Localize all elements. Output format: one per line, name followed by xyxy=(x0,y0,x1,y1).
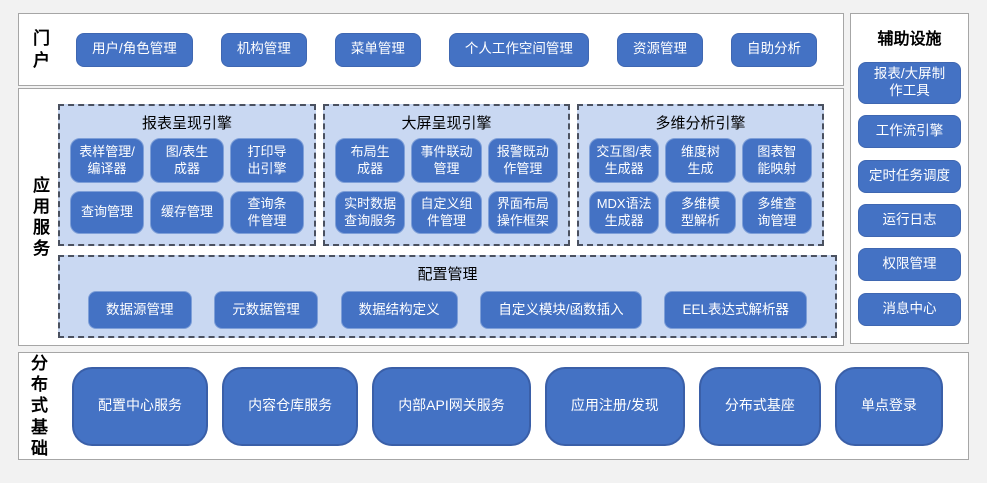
block-event-linkage-mgmt: 事件联动 管理 xyxy=(411,138,482,183)
report-engine-title: 报表呈现引擎 xyxy=(141,115,232,132)
block-eel-expression-parser: EEL表达式解析器 xyxy=(664,291,807,329)
bigscreen-engine-title: 大屏呈现引擎 xyxy=(401,115,492,132)
auxiliary-button-column: 报表/大屏制 作工具 工作流引擎 定时任务调度 运行日志 权限管理 消息中心 xyxy=(851,49,968,343)
olap-engine-grid: 交互图/表 生成器 维度树 生成 图表智 能映射 MDX语法 生成器 多维模 型… xyxy=(579,138,822,234)
block-interactive-chart-generator: 交互图/表 生成器 xyxy=(589,138,660,183)
config-mgmt-title: 配置管理 xyxy=(417,266,478,283)
auxiliary-facilities-section: 辅助设施 报表/大屏制 作工具 工作流引擎 定时任务调度 运行日志 权限管理 消… xyxy=(850,13,969,344)
olap-engine-panel: 多维分析引擎 交互图/表 生成器 维度树 生成 图表智 能映射 MDX语法 生成… xyxy=(577,104,824,246)
config-button-row: 数据源管理 元数据管理 数据结构定义 自定义模块/函数插入 EEL表达式解析器 xyxy=(60,289,835,329)
block-config-center-service: 配置中心服务 xyxy=(72,366,208,446)
block-content-repo-service: 内容仓库服务 xyxy=(222,366,359,446)
block-custom-module-function-insert: 自定义模块/函数插入 xyxy=(480,291,642,329)
olap-engine-title: 多维分析引擎 xyxy=(655,115,746,132)
block-app-registration-discovery: 应用注册/发现 xyxy=(544,366,685,446)
block-chart-table-generator: 图/表生 成器 xyxy=(150,138,224,183)
config-mgmt-panel: 配置管理 数据源管理 元数据管理 数据结构定义 自定义模块/函数插入 EEL表达… xyxy=(58,255,837,338)
portal-section: 门户 用户/角色管理 机构管理 菜单管理 个人工作空间管理 资源管理 自助分析 xyxy=(18,13,844,86)
block-alarm-action-mgmt: 报警既动 作管理 xyxy=(487,138,558,183)
block-query-mgmt: 查询管理 xyxy=(70,191,144,234)
portal-button-row: 用户/角色管理 机构管理 菜单管理 个人工作空间管理 资源管理 自助分析 xyxy=(76,32,817,67)
block-chart-smart-mapping: 图表智 能映射 xyxy=(741,138,812,183)
block-cache-mgmt: 缓存管理 xyxy=(150,191,224,234)
block-run-logs: 运行日志 xyxy=(858,204,961,237)
distributed-foundation-section: 分布式基础 配置中心服务 内容仓库服务 内部API网关服务 应用注册/发现 分布… xyxy=(18,352,969,460)
block-scheduled-task-dispatch: 定时任务调度 xyxy=(858,159,961,193)
report-engine-grid: 表样管理/ 编译器 图/表生 成器 打印导 出引擎 查询管理 缓存管理 查询条 … xyxy=(60,138,314,234)
block-realtime-data-query-service: 实时数据 查询服务 xyxy=(335,191,406,234)
block-workflow-engine: 工作流引擎 xyxy=(858,115,961,149)
portal-block-user-role-mgmt: 用户/角色管理 xyxy=(76,32,193,67)
block-single-sign-on: 单点登录 xyxy=(834,366,943,446)
block-layout-generator: 布局生 成器 xyxy=(335,138,406,183)
block-permission-mgmt: 权限管理 xyxy=(858,248,961,282)
block-query-condition-mgmt: 查询条 件管理 xyxy=(230,191,304,234)
bigscreen-engine-panel: 大屏呈现引擎 布局生 成器 事件联动 管理 报警既动 作管理 实时数据 查询服务… xyxy=(323,104,570,246)
block-internal-api-gateway-service: 内部API网关服务 xyxy=(372,366,531,446)
block-report-bigscreen-authoring-tool: 报表/大屏制 作工具 xyxy=(858,62,961,105)
block-data-structure-definition: 数据结构定义 xyxy=(340,291,458,329)
block-datasource-mgmt: 数据源管理 xyxy=(88,291,192,329)
block-mdx-syntax-generator: MDX语法 生成器 xyxy=(589,191,660,234)
engine-panels-row: 报表呈现引擎 表样管理/ 编译器 图/表生 成器 打印导 出引擎 查询管理 缓存… xyxy=(58,104,837,246)
block-message-center: 消息中心 xyxy=(858,292,961,326)
application-services-section: 应用服务 报表呈现引擎 表样管理/ 编译器 图/表生 成器 打印导 出引擎 查询… xyxy=(18,88,844,346)
application-services-content: 报表呈现引擎 表样管理/ 编译器 图/表生 成器 打印导 出引擎 查询管理 缓存… xyxy=(58,89,837,345)
portal-block-workspace-mgmt: 个人工作空间管理 xyxy=(448,32,589,67)
portal-block-org-mgmt: 机构管理 xyxy=(220,32,307,67)
block-distributed-base: 分布式基座 xyxy=(698,366,821,446)
portal-block-resource-mgmt: 资源管理 xyxy=(616,32,703,67)
block-multidim-query-mgmt: 多维查 询管理 xyxy=(741,191,812,234)
block-ui-layout-framework: 界面布局 操作框架 xyxy=(487,191,558,234)
block-custom-component-mgmt: 自定义组 件管理 xyxy=(411,191,482,234)
distributed-foundation-label: 分布式基础 xyxy=(31,353,48,458)
block-dimension-tree-generation: 维度树 生成 xyxy=(665,138,736,183)
block-multidim-model-parsing: 多维模 型解析 xyxy=(665,191,736,234)
portal-block-self-service-analysis: 自助分析 xyxy=(731,32,817,67)
bigscreen-engine-grid: 布局生 成器 事件联动 管理 报警既动 作管理 实时数据 查询服务 自定义组 件… xyxy=(325,138,568,234)
block-metadata-mgmt: 元数据管理 xyxy=(214,291,318,329)
application-services-label: 应用服务 xyxy=(33,175,50,259)
report-engine-panel: 报表呈现引擎 表样管理/ 编译器 图/表生 成器 打印导 出引擎 查询管理 缓存… xyxy=(58,104,316,246)
portal-label: 门户 xyxy=(33,29,50,70)
distributed-button-row: 配置中心服务 内容仓库服务 内部API网关服务 应用注册/发现 分布式基座 单点… xyxy=(72,366,943,446)
block-print-export-engine: 打印导 出引擎 xyxy=(230,138,304,183)
block-style-mgmt-compiler: 表样管理/ 编译器 xyxy=(70,138,144,183)
auxiliary-facilities-title: 辅助设施 xyxy=(877,31,942,48)
portal-block-menu-mgmt: 菜单管理 xyxy=(334,32,421,67)
